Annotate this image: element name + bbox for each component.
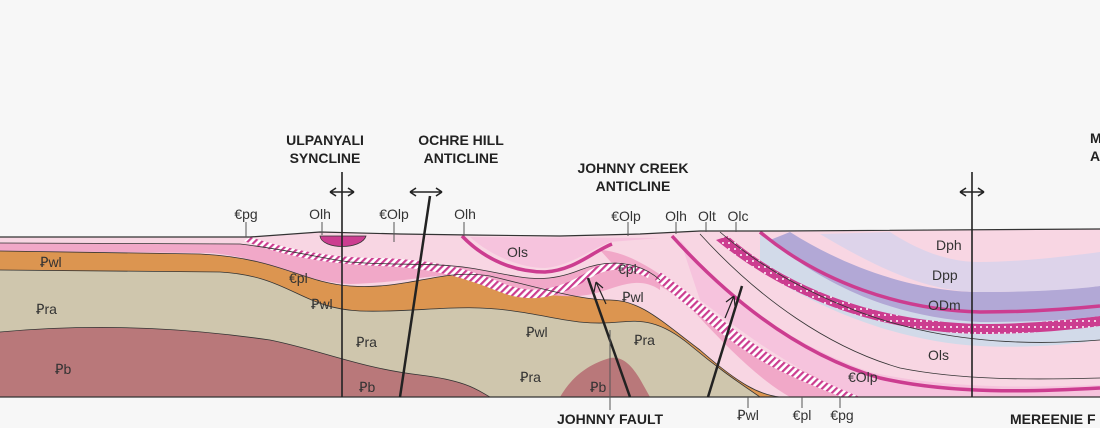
unit-label-core-b: Ꝑb xyxy=(590,379,606,395)
ochre-hill-title-1: OCHRE HILL xyxy=(418,132,504,148)
surface-label-5: €Olp xyxy=(611,208,641,224)
boundary-line-6 xyxy=(699,233,1100,380)
ulpanyali-axis-arrows xyxy=(329,187,355,197)
olh-pod xyxy=(319,235,367,247)
bottom-label-3: €pg xyxy=(830,407,853,423)
fault-motion-arrow-left xyxy=(593,281,607,305)
unit-label-left-ra: Ꝑra xyxy=(36,301,57,317)
unit-ols-right xyxy=(680,240,1100,397)
boundary-line-5 xyxy=(719,231,1100,343)
unit-dpp-layer xyxy=(770,232,1100,322)
olh-line-right xyxy=(670,234,1100,393)
boundary-line-2 xyxy=(0,269,761,398)
unit-label-mid-b: Ꝑb xyxy=(359,379,375,395)
olh-line-mid xyxy=(758,230,1100,314)
johnny-fault-line-a xyxy=(586,277,632,398)
bottom-label-leaders xyxy=(747,397,841,408)
bottom-label-2: €pl xyxy=(793,407,812,423)
unit-label-left-b: Ꝑb xyxy=(55,361,71,377)
unit-hatch-band-right xyxy=(655,272,860,397)
unit-label-val-wl: Ꝑwl xyxy=(526,324,548,340)
surface-label-1: €pg xyxy=(234,206,257,222)
unit-label-colp-right: €Olp xyxy=(848,369,878,385)
unit-label-syn-wl: Ꝑwl xyxy=(311,296,333,312)
ground-surface xyxy=(0,228,1100,238)
unit-label-left-wl: Ꝑwl xyxy=(40,254,62,270)
unit-pb-layer xyxy=(0,327,490,397)
surface-label-8: Olc xyxy=(728,208,749,224)
unit-label-ant-wl: Ꝑwl xyxy=(622,289,644,305)
boundary-line-3 xyxy=(0,327,491,398)
surface-label-7: Olt xyxy=(698,208,716,224)
unit-label-core-ra: Ꝑra xyxy=(634,332,655,348)
unit-label-ant-pl: €pl xyxy=(618,261,637,277)
ulpanyali-title-2: SYNCLINE xyxy=(290,150,361,166)
surface-label-4: Olh xyxy=(454,206,476,222)
surface-label-2: Olh xyxy=(309,206,331,222)
unit-label-dpp: Dpp xyxy=(932,267,958,283)
unit-cpl-syncline xyxy=(0,243,660,297)
surface-label-3: €Olp xyxy=(379,206,409,222)
mereenie-fault-label: MEREENIE F xyxy=(1010,411,1096,427)
johnny-creek-title-2: ANTICLINE xyxy=(596,178,671,194)
ulpanyali-title-1: ULPANYALI xyxy=(286,132,364,148)
unit-ols-syncline xyxy=(470,237,660,268)
ochre-hill-axis-arrows xyxy=(409,187,443,197)
unit-label-mid-ra: Ꝑra xyxy=(356,334,377,350)
right-structure-title-1: M xyxy=(1090,130,1100,146)
unit-label-dph: Dph xyxy=(936,237,962,253)
unit-label-syn-pl: €pl xyxy=(289,270,308,286)
johnny-fault-line-b xyxy=(706,285,744,398)
unit-label-val-ra: Ꝑra xyxy=(520,369,541,385)
ochre-hill-fault xyxy=(398,195,432,398)
unit-label-odm: ODm xyxy=(928,297,961,313)
fault-motion-arrow-right xyxy=(724,295,736,319)
unit-dph-layer xyxy=(820,232,1100,292)
boundary-line-4 xyxy=(0,242,661,281)
surface-label-leaders xyxy=(245,222,737,242)
right-structure-title-2: A xyxy=(1090,148,1100,164)
unit-label-ols-top: Ols xyxy=(507,244,528,260)
mereenie-axis-arrows xyxy=(959,187,985,197)
olh-line-syncline xyxy=(460,234,613,274)
surface-label-6: Olh xyxy=(665,208,687,224)
ochre-hill-title-2: ANTICLINE xyxy=(424,150,499,166)
johnny-creek-title-1: JOHNNY CREEK xyxy=(578,160,689,176)
bottom-label-1: Ꝑwl xyxy=(737,407,759,423)
johnny-fault-label: JOHNNY FAULT xyxy=(557,411,663,427)
boundary-line-1 xyxy=(0,250,781,398)
unit-label-ols-right: Ols xyxy=(928,347,949,363)
unit-dots-band xyxy=(716,236,1100,334)
unit-hatch-band-left xyxy=(244,237,650,299)
